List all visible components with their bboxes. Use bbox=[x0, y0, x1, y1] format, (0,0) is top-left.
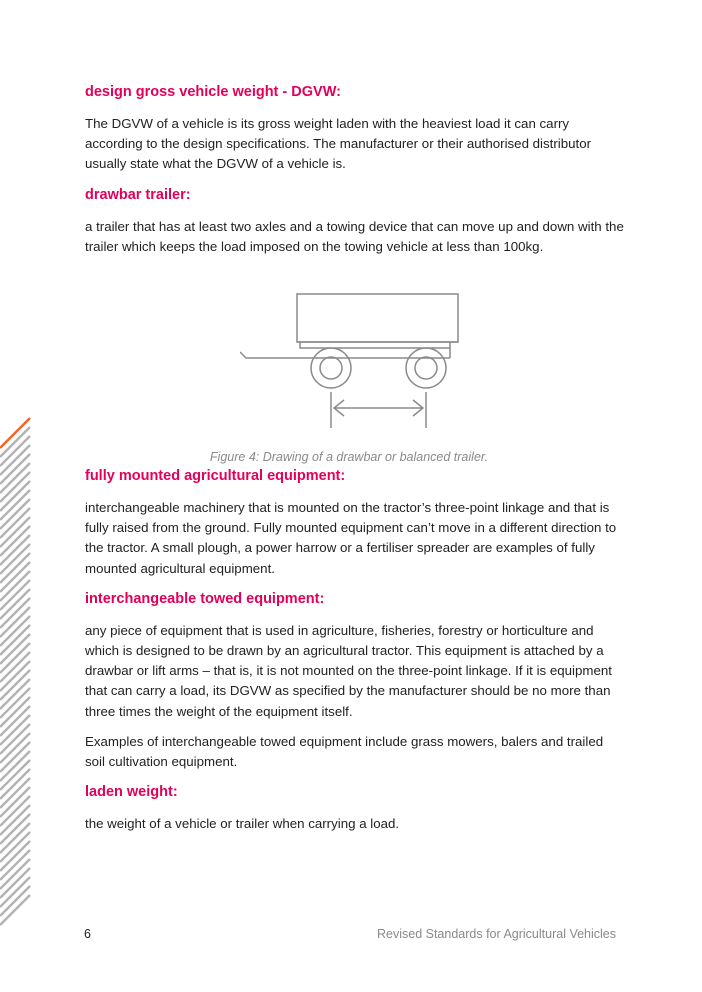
term-definition: interchangeable machinery that is mounte… bbox=[85, 500, 617, 576]
stripe-line bbox=[0, 741, 31, 773]
stripe-line bbox=[0, 696, 31, 728]
term-definition: The DGVW of a vehicle is its gross weigh… bbox=[85, 116, 592, 172]
stripe-line bbox=[0, 489, 31, 521]
drawbar-trailer-drawing bbox=[240, 293, 459, 428]
drawbar bbox=[240, 342, 315, 359]
term-heading: laden weight: bbox=[85, 784, 178, 801]
stripe-line bbox=[0, 579, 31, 611]
term-definition: a trailer that has at least two axles an… bbox=[85, 218, 624, 254]
stripe-line bbox=[0, 777, 31, 809]
stripe-line bbox=[0, 651, 31, 683]
stripe-line bbox=[0, 705, 31, 737]
stripe-line bbox=[0, 633, 31, 665]
footer-title: Revised Standards for Agricultural Vehic… bbox=[376, 927, 616, 941]
term-heading: drawbar trailer: bbox=[85, 186, 191, 203]
stripe-line bbox=[0, 768, 31, 800]
front-wheel-icon bbox=[310, 347, 352, 389]
stripe-line bbox=[0, 534, 31, 566]
stripe-line bbox=[0, 453, 31, 485]
page-number: 6 bbox=[84, 927, 91, 941]
stripe-line bbox=[0, 561, 31, 593]
glossary-entry-drawbar-trailer: drawbar trailer: a trailer that has at l… bbox=[85, 185, 625, 257]
stripe-line bbox=[0, 516, 31, 548]
stripe-line bbox=[0, 894, 31, 926]
figure-caption-text: Figure 4: Drawing of a drawbar or balanc… bbox=[209, 450, 489, 464]
chassis bbox=[315, 342, 451, 359]
stripe-line bbox=[0, 624, 31, 656]
stripe-line bbox=[0, 525, 31, 557]
stripe-line bbox=[0, 885, 31, 917]
front-wheel-hub-icon bbox=[319, 356, 343, 380]
glossary-entry-interchangeable-towed: interchangeable towed equipment: any pie… bbox=[85, 589, 625, 772]
term-definition: the weight of a vehicle or trailer when … bbox=[85, 816, 400, 832]
term-definition: Examples of interchangeable towed equipm… bbox=[85, 733, 604, 770]
stripe-line bbox=[0, 678, 31, 710]
arrow-right-head-icon bbox=[412, 399, 425, 417]
stripe-line bbox=[0, 444, 31, 476]
stripe-line bbox=[0, 642, 31, 674]
decorative-stripes bbox=[0, 417, 31, 926]
stripe-line bbox=[0, 732, 31, 764]
trailer-body bbox=[296, 293, 459, 343]
stripe-line bbox=[0, 813, 31, 845]
glossary-entry-dgvw: design gross vehicle weight - DGVW: The … bbox=[85, 82, 625, 175]
rear-wheel-hub-icon bbox=[414, 356, 438, 380]
stripe-line bbox=[0, 480, 31, 512]
stripe-line bbox=[0, 786, 31, 818]
stripe-line bbox=[0, 615, 31, 647]
glossary-content: design gross vehicle weight - DGVW: The … bbox=[85, 82, 625, 838]
stripe-line bbox=[0, 660, 31, 692]
glossary-entry-fully-mounted: fully mounted agricultural equipment: in… bbox=[85, 466, 625, 579]
stripe-line bbox=[0, 588, 31, 620]
stripe-line bbox=[0, 858, 31, 890]
stripe-line bbox=[0, 750, 31, 782]
glossary-entry-laden-weight: laden weight: the weight of a vehicle or… bbox=[85, 782, 625, 834]
figure-caption: Figure 4: Drawing of a drawbar or balanc… bbox=[0, 450, 702, 464]
term-definition: any piece of equipment that is used in a… bbox=[85, 622, 612, 719]
stripe-line bbox=[0, 471, 31, 503]
term-heading: interchangeable towed equipment: bbox=[85, 590, 325, 607]
stripe-line bbox=[0, 831, 31, 863]
stripe-line bbox=[0, 543, 31, 575]
stripe-line bbox=[0, 876, 31, 908]
term-heading: fully mounted agricultural equipment: bbox=[85, 468, 346, 485]
stripe-line bbox=[0, 687, 31, 719]
stripe-line bbox=[0, 849, 31, 881]
stripe-line bbox=[0, 417, 31, 449]
stripe-line bbox=[0, 498, 31, 530]
stripe-line bbox=[0, 822, 31, 854]
stripe-line bbox=[0, 597, 31, 629]
term-heading: design gross vehicle weight - DGVW: bbox=[85, 84, 341, 100]
stripe-line bbox=[0, 867, 31, 899]
stripe-line bbox=[0, 435, 31, 467]
stripe-line bbox=[0, 606, 31, 638]
stripe-line bbox=[0, 570, 31, 602]
stripe-line bbox=[0, 723, 31, 755]
stripe-line bbox=[0, 804, 31, 836]
stripe-line bbox=[0, 426, 31, 458]
stripe-line bbox=[0, 507, 31, 539]
rear-wheel-icon bbox=[405, 347, 447, 389]
stripe-line bbox=[0, 714, 31, 746]
stripe-line bbox=[0, 759, 31, 791]
stripe-line bbox=[0, 795, 31, 827]
arrow-left-head-icon bbox=[332, 399, 345, 417]
stripe-line bbox=[0, 840, 31, 872]
stripe-line bbox=[0, 669, 31, 701]
stripe-line bbox=[0, 462, 31, 494]
stripe-line bbox=[0, 552, 31, 584]
